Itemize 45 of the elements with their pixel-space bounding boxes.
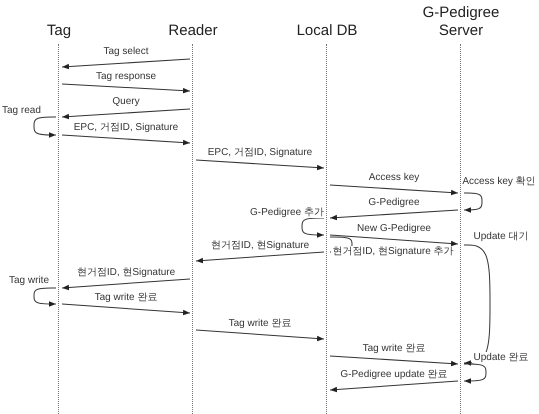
message-arrow [330,184,458,196]
self-message-arrow [464,244,490,366]
edge-label: Update 완료 [472,352,530,363]
edge-label: Query [111,96,141,107]
message-arrow [62,108,190,120]
edge-label: Access key [368,172,420,183]
message-arrow [330,234,458,246]
message-arrow [62,304,190,316]
edge-label: Tag write [8,275,50,286]
lifeline-header: Reader [168,22,218,40]
edge-label: New G-Pedigree [356,222,432,234]
self-message-arrow [34,116,56,138]
message-arrow [196,330,324,342]
message-arrow [62,134,190,146]
message-arrow [196,160,324,170]
message-arrow [196,252,324,264]
edge-label: Tag response [94,70,158,82]
lifeline-header: Local DB [296,22,358,40]
edge-label: G-Pedigree 추가 [249,207,325,218]
message-arrow [62,58,190,70]
message-arrow [62,278,190,290]
self-message-arrow [464,192,482,213]
message-arrow [330,380,458,392]
edge-label: 현거점ID, 현Signature [76,266,176,278]
edge-label: 현거점ID, 현Signature [210,240,310,250]
self-message-arrow [34,288,56,307]
message-arrow [330,356,458,366]
edge-label: G-Pedigree [367,197,421,208]
self-message-arrow [464,364,486,384]
edge-label: Tag read [1,105,42,116]
edge-label: Update 대기 [472,231,530,242]
lifeline-header: G-Pedigree Server [422,4,500,40]
message-arrow [62,84,190,94]
edge-label: G-Pedigree update 완료 [339,368,449,380]
edge-label: Tag select [102,46,150,57]
edge-label: Tag write 완료 [228,318,292,328]
edge-label: EPC, 거점ID, Signature [72,122,180,133]
edge-label: Access key 확인 [461,176,537,187]
message-arrow [330,210,458,220]
edge-label: Tag write 완료 [94,292,158,302]
lifeline-header: Tag [46,22,72,40]
edge-label: Tag write 완료 [362,343,426,354]
edge-label: 현거점ID, 현Signature 추가 [331,246,455,257]
self-message-arrow [302,218,324,238]
edge-label: EPC, 거점ID, Signature [206,147,314,158]
